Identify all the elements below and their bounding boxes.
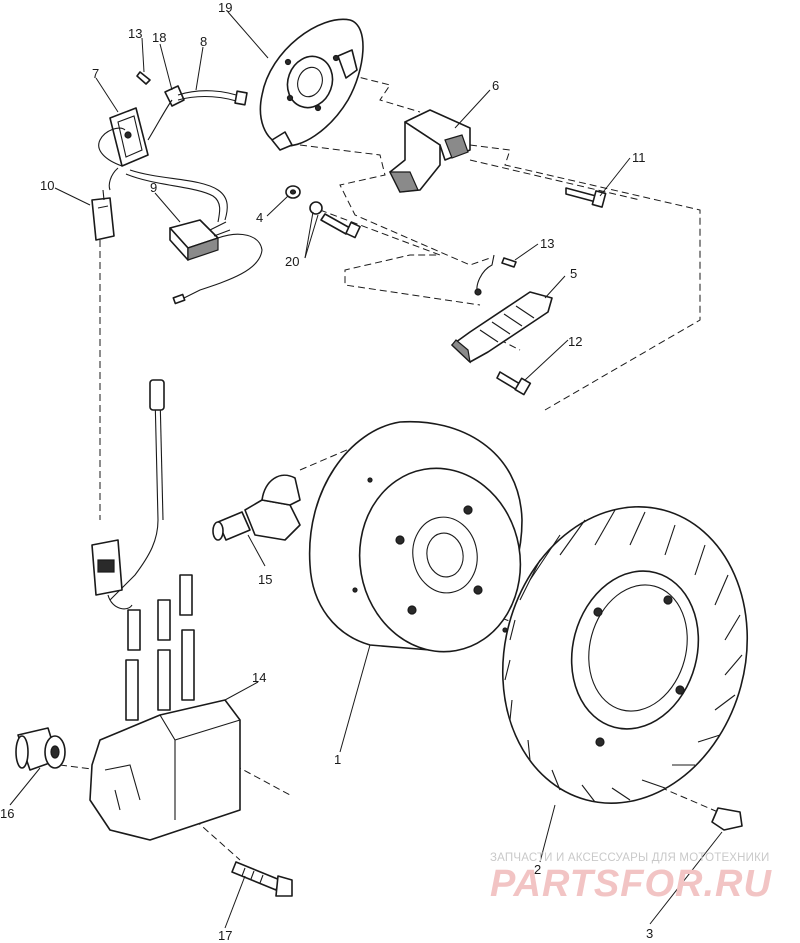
long-bolt-17 [231,861,293,897]
connector-10 [91,189,115,241]
callout-labels: 1 2 3 4 5 6 7 8 9 10 11 12 13 13 14 15 1… [0,0,653,943]
cap-16 [15,727,66,771]
exciter-coil [451,254,553,364]
callout-20: 20 [285,254,299,269]
callout-6: 6 [492,78,499,93]
callout-4: 4 [256,210,263,225]
washer-and-bolt [285,185,361,239]
callout-18: 18 [152,30,166,45]
small-screw-mid [501,257,517,268]
small-screw-top [136,71,151,85]
relay-coupler-9 [169,219,263,305]
wiring-harness [98,85,248,223]
pulser-coil-bracket [389,109,471,193]
flywheel-rotor [308,420,523,653]
callout-11: 11 [632,150,646,165]
callout-10: 10 [40,178,54,193]
callout-13-mid: 13 [540,236,554,251]
watermark: ЗАПЧАСТИ И АКСЕССУАРЫ ДЛЯ МОТОТЕХНИКИ PA… [490,852,772,905]
callout-2: 2 [534,862,541,877]
callout-8: 8 [200,34,207,49]
watermark-tagline: ЗАПЧАСТИ И АКСЕССУАРЫ ДЛЯ МОТОТЕХНИКИ [490,852,770,864]
callout-5: 5 [570,266,577,281]
watermark-logo: PARTSFOR.RU [490,863,772,905]
callout-1: 1 [334,752,341,767]
spark-plug-cap [212,474,301,541]
callout-7: 7 [92,66,99,81]
callout-17: 17 [218,928,232,943]
cooling-fan [501,506,749,804]
screw-12 [496,371,532,396]
callout-15: 15 [258,572,272,587]
callout-13-top: 13 [128,26,142,41]
callout-16: 16 [0,806,14,821]
callout-3: 3 [646,926,653,941]
callout-19: 19 [218,0,232,15]
stator-base-plate [259,18,364,151]
screw-11 [565,187,607,208]
callout-12: 12 [568,334,582,349]
callout-9: 9 [150,180,157,195]
callout-14: 14 [252,670,266,685]
fan-bolt [711,807,743,831]
regulator [109,107,149,167]
callout-leaders [9,11,723,929]
ignition-coil-cdi [89,379,241,841]
